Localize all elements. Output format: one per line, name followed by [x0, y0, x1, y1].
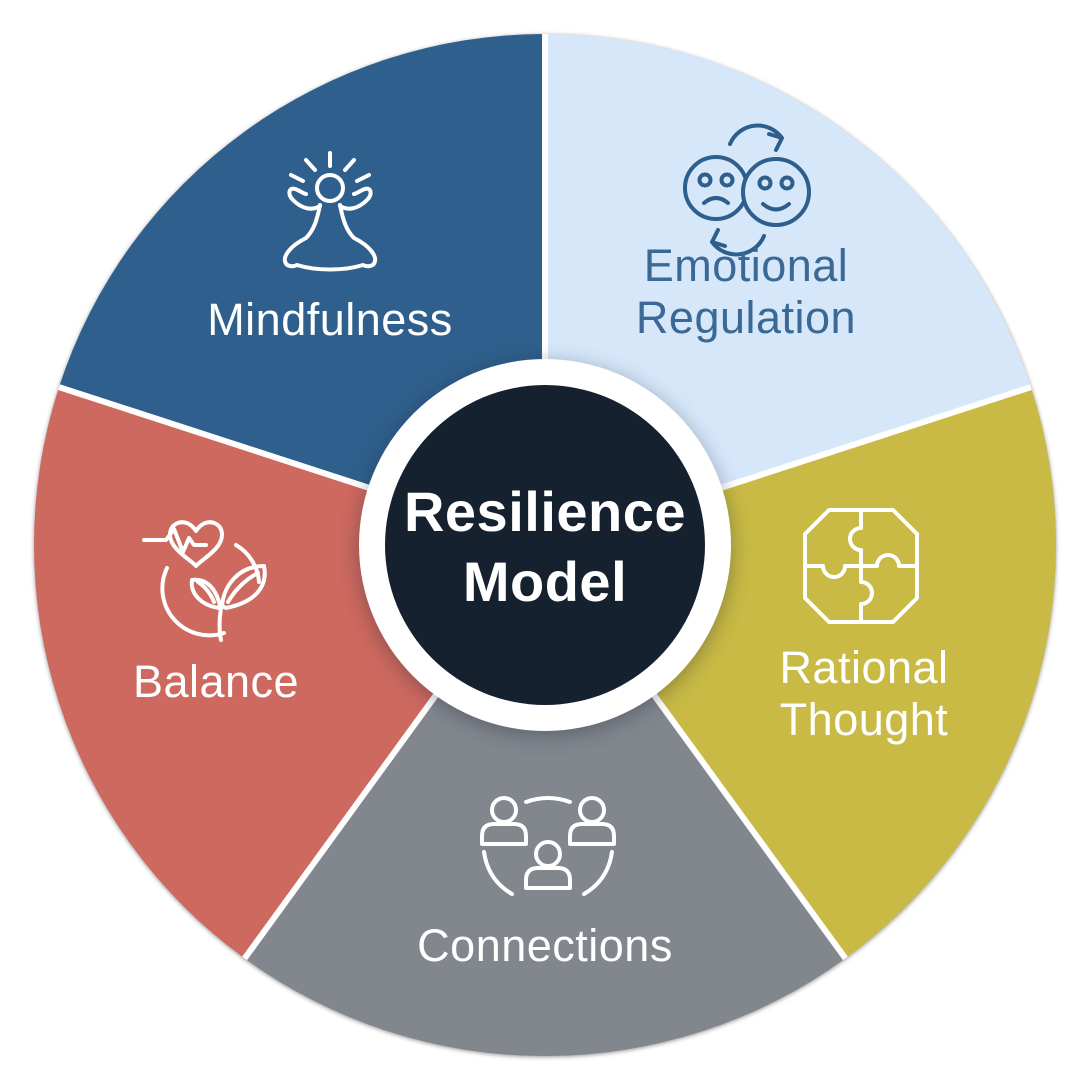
hub-circle — [385, 385, 705, 705]
segment-label-connections: Connections — [417, 919, 673, 971]
segment-label-mindfulness: Mindfulness — [207, 293, 453, 345]
segment-label-balance: Balance — [132, 655, 300, 707]
hub-title-line2: Model — [462, 550, 628, 613]
icon-person-bottom — [524, 840, 572, 890]
hub-title: Resilience Model — [380, 382, 710, 712]
icon-person-left — [480, 796, 528, 846]
icon-left-arm — [287, 186, 322, 211]
icon-connector-left — [482, 850, 514, 896]
icon-happy-eye-right — [779, 175, 795, 191]
icon-puzzle-horizontal-cut — [803, 553, 919, 579]
icon-torso-legs — [282, 203, 378, 272]
icon-circle-arc-top — [234, 543, 261, 584]
icon-leaf-left — [189, 577, 222, 610]
icon-person-right — [568, 796, 616, 846]
icon-head — [315, 173, 345, 203]
icon-pulse-line — [142, 527, 208, 554]
icon-puzzle-frame — [803, 508, 919, 624]
segment-connections — [244, 545, 846, 1057]
icon-connector-right — [582, 850, 614, 896]
segment-label-rational-thought: Rational Thought — [779, 641, 949, 745]
icon-circle-arc-bottom — [160, 566, 226, 638]
icon-person-body — [480, 822, 528, 846]
mood-swap-faces-icon — [683, 123, 811, 257]
icon-happy-eye-left — [757, 175, 773, 191]
icon-person-body — [524, 866, 572, 890]
icon-sad-eye-right — [719, 172, 735, 188]
icon-leaf-right — [220, 564, 267, 610]
icon-leaf-right-vein — [226, 571, 260, 604]
people-group-icon — [480, 796, 616, 896]
puzzle-pieces-icon — [803, 508, 919, 624]
icon-sad-eye-left — [697, 172, 713, 188]
icon-sad-mouth — [702, 196, 730, 205]
icon-leaf-left-vein — [196, 580, 216, 604]
icon-person-body — [568, 822, 616, 846]
icon-swap-arrow-top — [728, 123, 784, 152]
icon-connector-top — [524, 796, 572, 804]
segment-label-emotional-regulation: Emotional Regulation — [635, 239, 857, 343]
hub — [359, 359, 731, 731]
icon-happy-face — [741, 157, 811, 227]
hub-title-line1: Resilience — [403, 480, 687, 543]
icon-swap-arrow-bottom — [710, 228, 766, 257]
heart-pulse-leaf-icon — [142, 520, 267, 642]
meditation-person-icon — [282, 151, 378, 272]
icon-happy-mouth — [761, 202, 791, 212]
icon-rays — [289, 151, 371, 183]
icon-right-arm — [338, 186, 373, 211]
icon-stem — [217, 606, 223, 642]
